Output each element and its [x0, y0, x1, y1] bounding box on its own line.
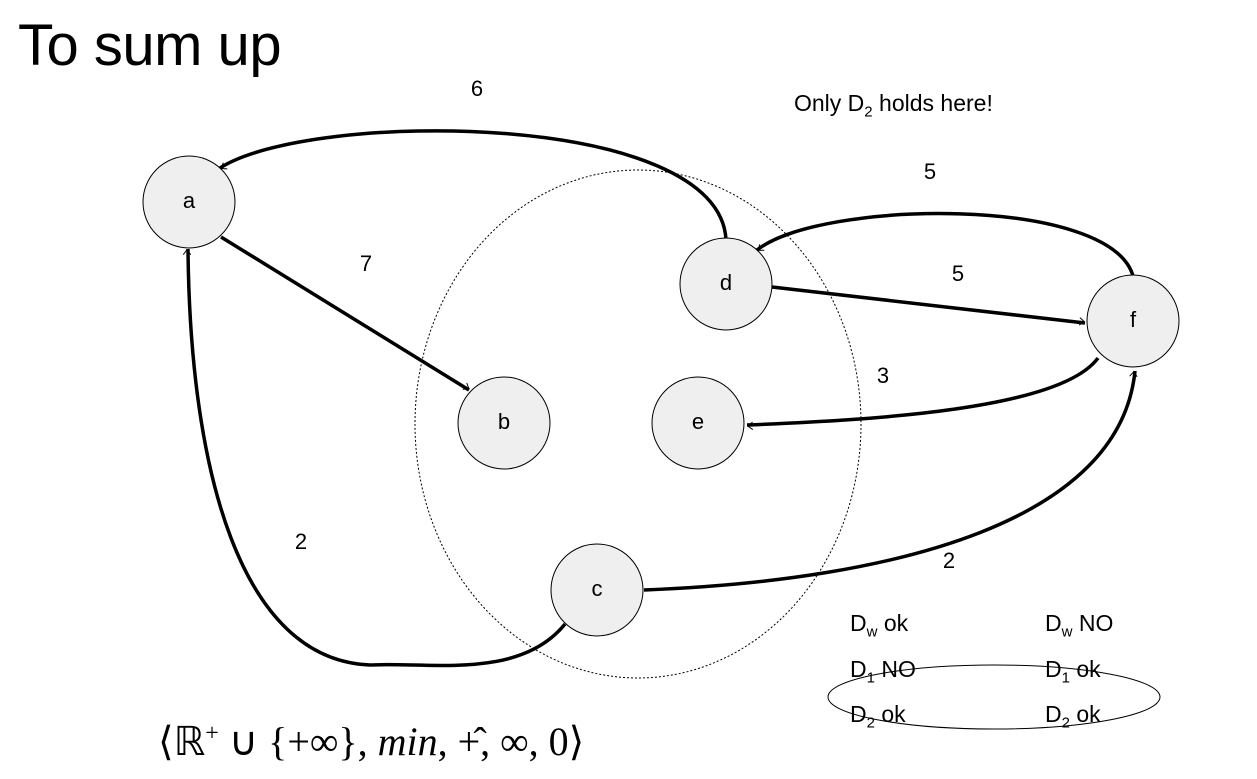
node-a: a — [142, 155, 236, 249]
status-list-left: Dw ok D1 NO D2 ok — [850, 605, 916, 742]
slide-title: To sum up — [18, 13, 282, 78]
node-b: b — [457, 376, 551, 470]
note-suffix: holds here! — [872, 90, 993, 116]
status-value: NO — [874, 655, 916, 682]
note-prefix: Only D — [794, 90, 865, 116]
node-d: d — [679, 237, 773, 331]
node-e: e — [651, 376, 745, 470]
formula-min: min — [377, 719, 438, 764]
formula-rest: , +̂, ∞, 0⟩ — [437, 719, 585, 764]
status-symbol: D — [850, 701, 867, 728]
edge-f-e — [746, 356, 1100, 430]
node-label-f: f — [1130, 307, 1137, 332]
status-row: D2 ok — [1045, 696, 1113, 742]
formula-open: ⟨ℝ — [158, 719, 206, 764]
d2-highlight-ellipse — [827, 664, 1161, 730]
node-label-d: d — [720, 270, 732, 295]
status-value: ok — [874, 701, 906, 728]
status-symbol: D — [1045, 655, 1062, 682]
status-subscript: 2 — [1061, 714, 1070, 732]
status-symbol: D — [850, 610, 867, 636]
node-f: f — [1086, 274, 1180, 368]
node-label-e: e — [692, 409, 704, 434]
edge-weight-a-b: 7 — [360, 251, 372, 276]
status-subscript: w — [1061, 623, 1073, 641]
node-label-a: a — [183, 188, 196, 213]
edge-f-d — [755, 211, 1135, 277]
status-list-right: Dw NO D1 ok D2 ok — [1045, 605, 1113, 742]
semiring-formula: ⟨ℝ+ ∪ {+∞}, min, +̂, ∞, 0⟩ — [158, 718, 584, 765]
status-symbol: D — [1045, 610, 1062, 636]
status-value: NO — [1072, 610, 1114, 636]
status-value: ok — [1069, 701, 1101, 728]
note-text: Only D2 holds here! — [794, 90, 993, 121]
edge-d-f — [771, 285, 1086, 326]
edge-weight-c-a: 2 — [295, 529, 307, 554]
edge-c-a — [183, 248, 567, 668]
edge-a-b — [220, 235, 470, 392]
formula-sup: + — [205, 720, 219, 747]
status-subscript: 1 — [866, 669, 875, 687]
note-subscript: 2 — [864, 103, 873, 121]
status-value: ok — [1069, 655, 1101, 682]
status-row: D1 NO — [850, 651, 916, 697]
node-c: c — [550, 543, 644, 637]
edge-weight-f-e: 3 — [877, 363, 889, 388]
status-row: Dw ok — [850, 605, 916, 651]
status-subscript: w — [866, 623, 878, 641]
node-label-c: c — [592, 576, 603, 601]
edge-weight-f-d: 5 — [924, 159, 936, 184]
group-ellipse — [414, 169, 862, 679]
edge-weight-d-f: 5 — [952, 261, 964, 286]
edge-c-f — [643, 370, 1138, 592]
node-label-b: b — [498, 409, 510, 434]
edge-weight-d-a: 6 — [471, 76, 483, 101]
status-symbol: D — [850, 655, 867, 682]
status-row: D1 ok — [1045, 651, 1113, 697]
status-row: Dw NO — [1045, 605, 1113, 651]
status-subscript: 2 — [866, 714, 875, 732]
formula-set: ∪ {+∞}, — [218, 719, 378, 764]
edge-weight-c-f: 2 — [943, 548, 955, 573]
status-row: D2 ok — [850, 696, 916, 742]
edge-d-a — [219, 129, 728, 241]
status-symbol: D — [1045, 701, 1062, 728]
status-value: ok — [877, 610, 909, 636]
status-subscript: 1 — [1061, 669, 1070, 687]
